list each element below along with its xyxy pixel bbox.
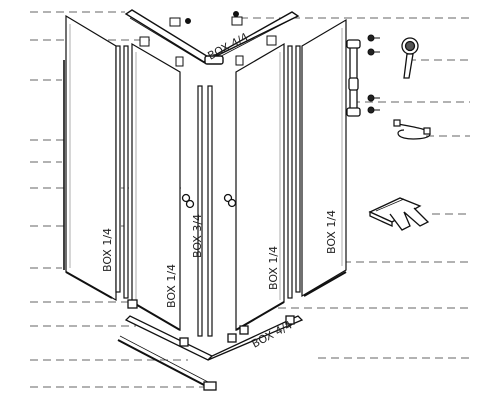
center-vertical-profiles: [197, 85, 213, 337]
top-fittings: [139, 11, 277, 67]
left-vertical-profiles: [65, 45, 129, 299]
right-vertical-profiles: [287, 45, 301, 299]
bottom-frame-profile: [117, 299, 304, 391]
corner-bracket-icon: [368, 197, 430, 231]
box-label-left-door: BOX 1/4: [165, 263, 178, 308]
wall-screws: [367, 34, 380, 114]
slide-rail-icon: [346, 39, 361, 117]
box-label-center: BOX 3/4: [191, 213, 204, 258]
shower-hose-icon: [393, 119, 431, 140]
right-fixed-panel: [301, 18, 347, 298]
right-sliding-door: [235, 42, 285, 332]
left-fixed-panel: [63, 14, 117, 302]
box-label-left-panel: BOX 1/4: [101, 227, 114, 272]
hand-shower-icon: [401, 37, 419, 79]
left-sliding-door: [131, 42, 181, 332]
box-label-right-door: BOX 1/4: [267, 245, 280, 290]
top-frame-profile: [124, 9, 300, 65]
box-label-right-panel: BOX 1/4: [325, 209, 338, 254]
door-handles: [181, 193, 237, 209]
